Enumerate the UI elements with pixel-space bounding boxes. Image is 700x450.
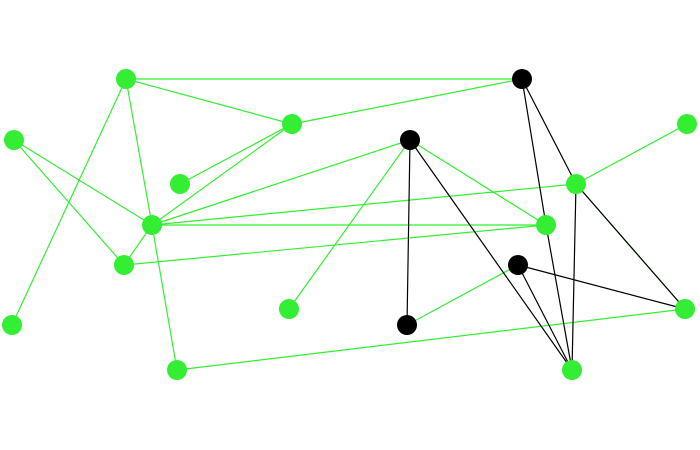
edge-n1-n3 xyxy=(125,78,293,125)
node-n1 xyxy=(116,69,136,89)
edge-n2-n9 xyxy=(521,78,547,226)
edge-n6-n13 xyxy=(288,139,411,310)
node-n8 xyxy=(566,174,586,194)
edge-n1-n7 xyxy=(125,78,153,226)
node-n12 xyxy=(508,255,528,275)
node-n9 xyxy=(536,215,556,235)
edge-n9-n18 xyxy=(545,224,573,371)
node-n7 xyxy=(142,215,162,235)
node-n14 xyxy=(2,315,22,335)
edge-n4-n7 xyxy=(13,139,153,226)
edge-n8-n18 xyxy=(571,183,577,371)
node-n13 xyxy=(279,299,299,319)
edge-n6-n9 xyxy=(409,139,547,226)
edge-n3-n2 xyxy=(291,78,523,125)
edge-n8-n11 xyxy=(575,123,688,185)
node-n15 xyxy=(397,315,417,335)
node-n18 xyxy=(562,360,582,380)
edge-n7-n6 xyxy=(151,139,411,226)
node-n11 xyxy=(677,114,697,134)
edge-n12-n16 xyxy=(517,264,686,310)
node-n17 xyxy=(167,360,187,380)
edge-n7-n17 xyxy=(151,224,178,371)
edge-n2-n8 xyxy=(521,78,577,185)
edge-n12-n15 xyxy=(406,264,519,326)
node-n6 xyxy=(400,130,420,150)
node-n3 xyxy=(282,114,302,134)
edge-n3-n5 xyxy=(179,123,293,185)
node-n4 xyxy=(4,130,24,150)
node-n16 xyxy=(675,299,695,319)
edges-layer xyxy=(11,78,688,371)
nodes-layer xyxy=(2,69,697,380)
node-n10 xyxy=(114,255,134,275)
edge-n4-n10 xyxy=(13,139,125,266)
node-n2 xyxy=(512,69,532,89)
edge-n12-n18 xyxy=(517,264,573,371)
edge-n6-n18 xyxy=(409,139,573,371)
edge-n8-n16 xyxy=(575,183,686,310)
edge-n16-n17 xyxy=(176,308,686,371)
node-n5 xyxy=(170,174,190,194)
edge-n6-n15 xyxy=(406,139,411,326)
edge-n3-n7 xyxy=(151,123,293,226)
